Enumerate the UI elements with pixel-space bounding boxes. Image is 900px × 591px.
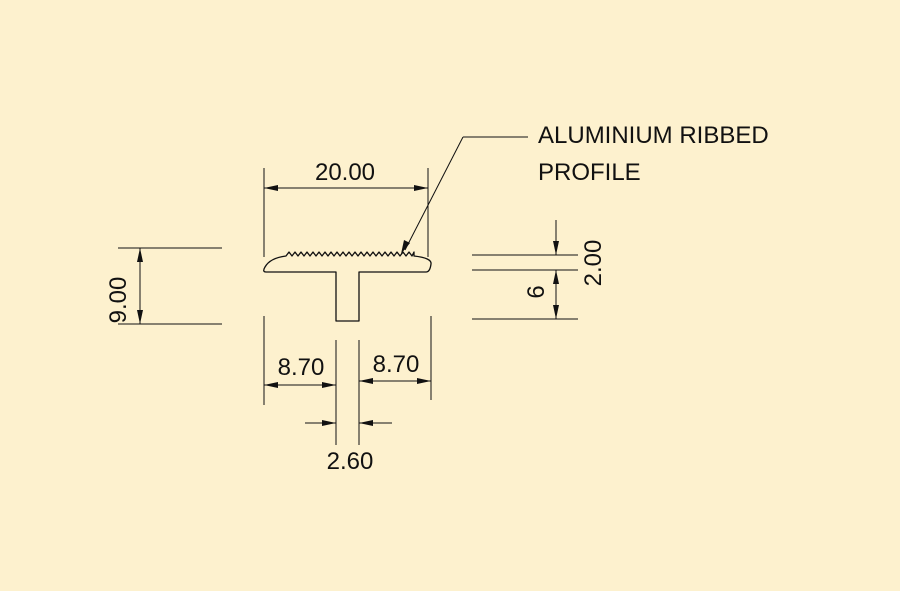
dim-overall-height: 9.00 bbox=[105, 247, 222, 325]
callout-leader bbox=[401, 136, 528, 254]
callout-line-2: PROFILE bbox=[538, 159, 641, 186]
callout-line-1: ALUMINIUM RIBBED bbox=[538, 122, 769, 149]
dim-stem-height-label: 6 bbox=[523, 285, 550, 298]
dim-head-thickness-label: 2.00 bbox=[580, 240, 607, 287]
dim-right-flange: 8.70 bbox=[358, 316, 432, 445]
t-profile-outline bbox=[263, 251, 432, 322]
dim-overall-width-label: 20.00 bbox=[315, 159, 375, 186]
dim-overall-width: 20.00 bbox=[263, 159, 429, 257]
dim-stem-width: 2.60 bbox=[305, 420, 392, 475]
dim-overall-height-label: 9.00 bbox=[105, 277, 132, 324]
dim-right-verticals: 2.00 6 bbox=[472, 220, 607, 320]
dim-right-flange-label: 8.70 bbox=[373, 351, 420, 378]
dim-left-flange: 8.70 bbox=[263, 316, 337, 445]
dim-left-flange-label: 8.70 bbox=[278, 354, 325, 381]
dim-stem-width-label: 2.60 bbox=[327, 448, 374, 475]
